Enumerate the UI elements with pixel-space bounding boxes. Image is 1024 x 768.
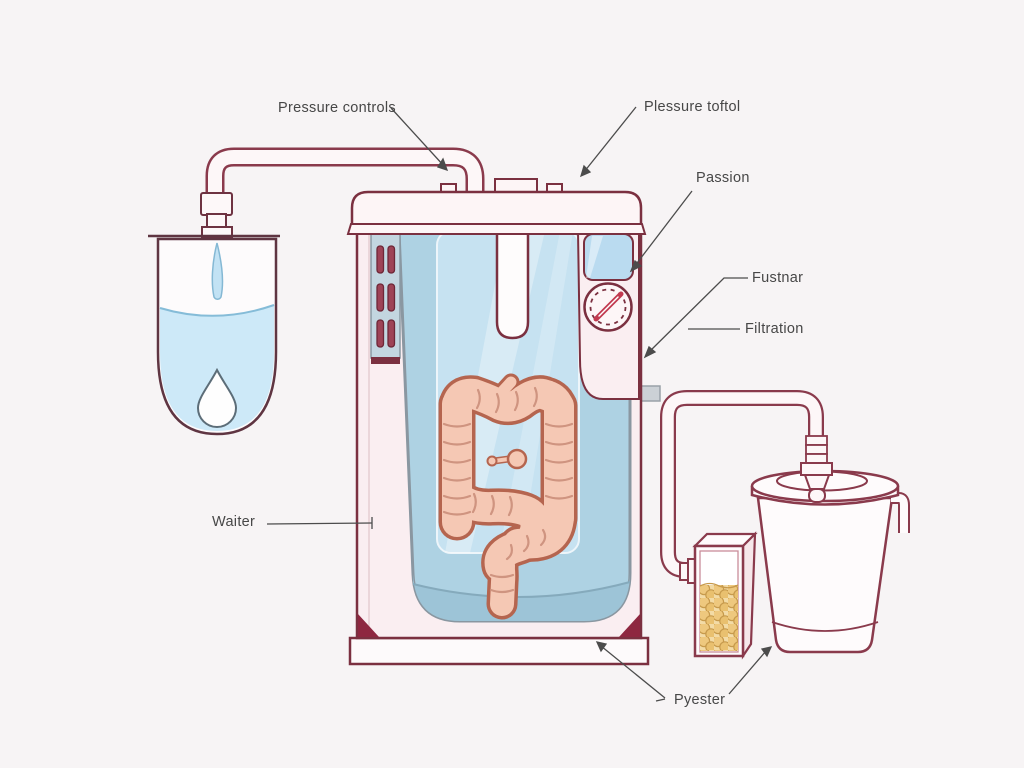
hose-funnel: [803, 474, 831, 490]
colon-illustration: [438, 373, 578, 620]
label-pressure-controls: Pressure controls: [278, 100, 396, 116]
label-pyester: Pyester: [674, 692, 726, 708]
leader-pressure-total: [583, 106, 637, 173]
outflow-pipe: [639, 385, 824, 584]
inlet-tube: [495, 212, 530, 340]
reservoir-valve-nut: [200, 192, 233, 216]
machine-base: [348, 636, 650, 666]
label-passion: Passion: [696, 170, 750, 186]
label-water: Waiter: [212, 514, 256, 530]
base-accent-left: [358, 614, 379, 637]
collection-bucket: [750, 469, 910, 654]
machine-lid: [350, 190, 643, 227]
annotation-leaders: [266, 106, 773, 702]
hydrotherapy-machine: [346, 178, 650, 666]
hose-tip: [808, 488, 826, 503]
tank-floor: [413, 573, 630, 621]
gauge-dial: [589, 288, 627, 326]
water-droplet-icon: [196, 367, 238, 428]
label-filtration: Filtration: [745, 321, 804, 337]
leader-fustnar: [647, 277, 748, 354]
leader-pressure-controls: [390, 107, 445, 167]
leader-water: [266, 522, 373, 525]
vent-panel: [370, 230, 401, 364]
colon-haustra-creases: [442, 386, 574, 594]
label-fustnar: Fustnar: [752, 270, 804, 286]
leader-pyester-left: [600, 645, 666, 699]
machine-lid-lip: [346, 223, 647, 235]
instrument-panel: [576, 230, 640, 400]
vent-slats: [376, 245, 396, 348]
water-reservoir: [148, 192, 280, 436]
reservoir-valve-neck: [206, 213, 227, 229]
machine-outlet-stub: [639, 385, 661, 402]
leader-pyester-right: [728, 650, 767, 695]
pressure-gauge: [583, 282, 633, 332]
water-drip-stream: [211, 242, 224, 300]
water-supply-pipe: [205, 147, 485, 202]
filter-box: [692, 531, 758, 660]
filter-beads: [700, 585, 738, 651]
hose-nut: [800, 462, 833, 476]
base-accent-right: [619, 614, 640, 637]
leader-passion: [633, 190, 693, 268]
drop-hose: [800, 435, 833, 503]
filter-box-fitting: [679, 562, 689, 581]
label-pressure-total: Plessure toftol: [644, 99, 741, 115]
bucket-body: [756, 496, 894, 654]
